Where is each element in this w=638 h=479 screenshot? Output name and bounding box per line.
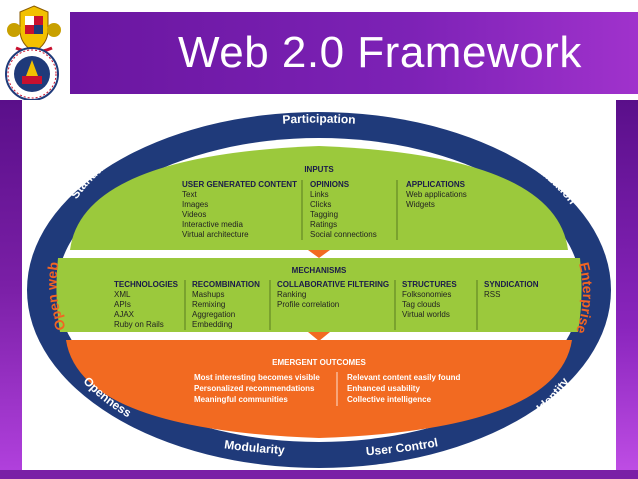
mech-recombination: RECOMBINATION Mashups Remixing Aggregati…	[192, 280, 260, 329]
outcome-item: Collective intelligence	[347, 395, 432, 404]
arrow-mechanisms-to-outcomes	[308, 332, 330, 341]
coat-of-arms-logo	[7, 5, 61, 54]
opinions-item: Social connections	[310, 230, 377, 239]
recombination-item: Embedding	[192, 320, 232, 329]
applications-item: Web applications	[406, 190, 467, 199]
opinions-item: Links	[310, 190, 329, 199]
outcome-item: Most interesting becomes visible	[194, 373, 320, 382]
technologies-item: AJAX	[114, 310, 135, 319]
outcomes-right: Relevant content easily found Enhanced u…	[347, 373, 460, 404]
structures-item: Virtual worlds	[402, 310, 450, 319]
recombination-item: Mashups	[192, 290, 224, 299]
syndication-item: RSS	[484, 290, 500, 299]
opinions-heading: OPINIONS	[310, 180, 350, 189]
ring-label-top: Participation	[282, 112, 356, 127]
technologies-item: APIs	[114, 300, 131, 309]
structures-item: Tag clouds	[402, 300, 440, 309]
outcome-item: Relevant content easily found	[347, 373, 460, 382]
recombination-heading: RECOMBINATION	[192, 280, 260, 289]
recombination-item: Aggregation	[192, 310, 235, 319]
ugc-item: Virtual architecture	[182, 230, 249, 239]
applications-item: Widgets	[406, 200, 435, 209]
technologies-item: XML	[114, 290, 131, 299]
arrow-inputs-to-mechanisms	[308, 250, 330, 258]
outcome-item: Enhanced usability	[347, 384, 420, 393]
framework-diagram: Participation Standards Decentralization…	[22, 100, 616, 470]
technologies-item: Ruby on Rails	[114, 320, 164, 329]
mech-collaborative: COLLABORATIVE FILTERING Ranking Profile …	[277, 280, 389, 309]
collaborative-heading: COLLABORATIVE FILTERING	[277, 280, 389, 289]
left-decor-stripe	[0, 100, 22, 470]
technologies-heading: TECHNOLOGIES	[114, 280, 179, 289]
collaborative-item: Ranking	[277, 290, 306, 299]
outcome-item: Personalized recommendations	[194, 384, 315, 393]
inputs-applications: APPLICATIONS Web applications Widgets	[406, 180, 467, 209]
bottom-decor-stripe	[0, 470, 638, 479]
syndication-heading: SYNDICATION	[484, 280, 539, 289]
right-decor-stripe	[616, 100, 638, 479]
title-bar	[70, 12, 638, 94]
mechanisms-title: MECHANISMS	[292, 266, 347, 275]
inputs-title: INPUTS	[304, 165, 334, 174]
outcomes-band	[66, 340, 572, 438]
outcomes-left: Most interesting becomes visible Persona…	[194, 373, 320, 404]
ugc-item: Interactive media	[182, 220, 243, 229]
inputs-band	[70, 146, 568, 250]
mech-technologies: TECHNOLOGIES XML APIs AJAX Ruby on Rails	[114, 280, 179, 329]
mech-syndication: SYNDICATION RSS	[484, 280, 539, 299]
mech-structures: STRUCTURES Folksonomies Tag clouds Virtu…	[402, 280, 457, 319]
applications-heading: APPLICATIONS	[406, 180, 466, 189]
collaborative-item: Profile correlation	[277, 300, 339, 309]
opinions-item: Tagging	[310, 210, 338, 219]
slide-title: Web 2.0 Framework	[178, 28, 582, 77]
framework-svg: Participation Standards Decentralization…	[27, 112, 611, 468]
inputs-opinions: OPINIONS Links Clicks Tagging Ratings So…	[310, 180, 377, 239]
structures-heading: STRUCTURES	[402, 280, 457, 289]
ugc-item: Text	[182, 190, 197, 199]
ring-label-modularity: Modularity	[223, 437, 285, 457]
inputs-ugc: USER GENERATED CONTENT Text Images Video…	[182, 180, 297, 239]
ugc-item: Images	[182, 200, 208, 209]
outcome-item: Meaningful communities	[194, 395, 288, 404]
recombination-item: Remixing	[192, 300, 225, 309]
ugc-heading: USER GENERATED CONTENT	[182, 180, 297, 189]
ugc-item: Videos	[182, 210, 206, 219]
ministry-logo	[5, 47, 59, 101]
structures-item: Folksonomies	[402, 290, 451, 299]
outcomes-title: EMERGENT OUTCOMES	[272, 358, 366, 367]
opinions-item: Ratings	[310, 220, 337, 229]
mechanisms-band	[56, 258, 582, 332]
opinions-item: Clicks	[310, 200, 331, 209]
